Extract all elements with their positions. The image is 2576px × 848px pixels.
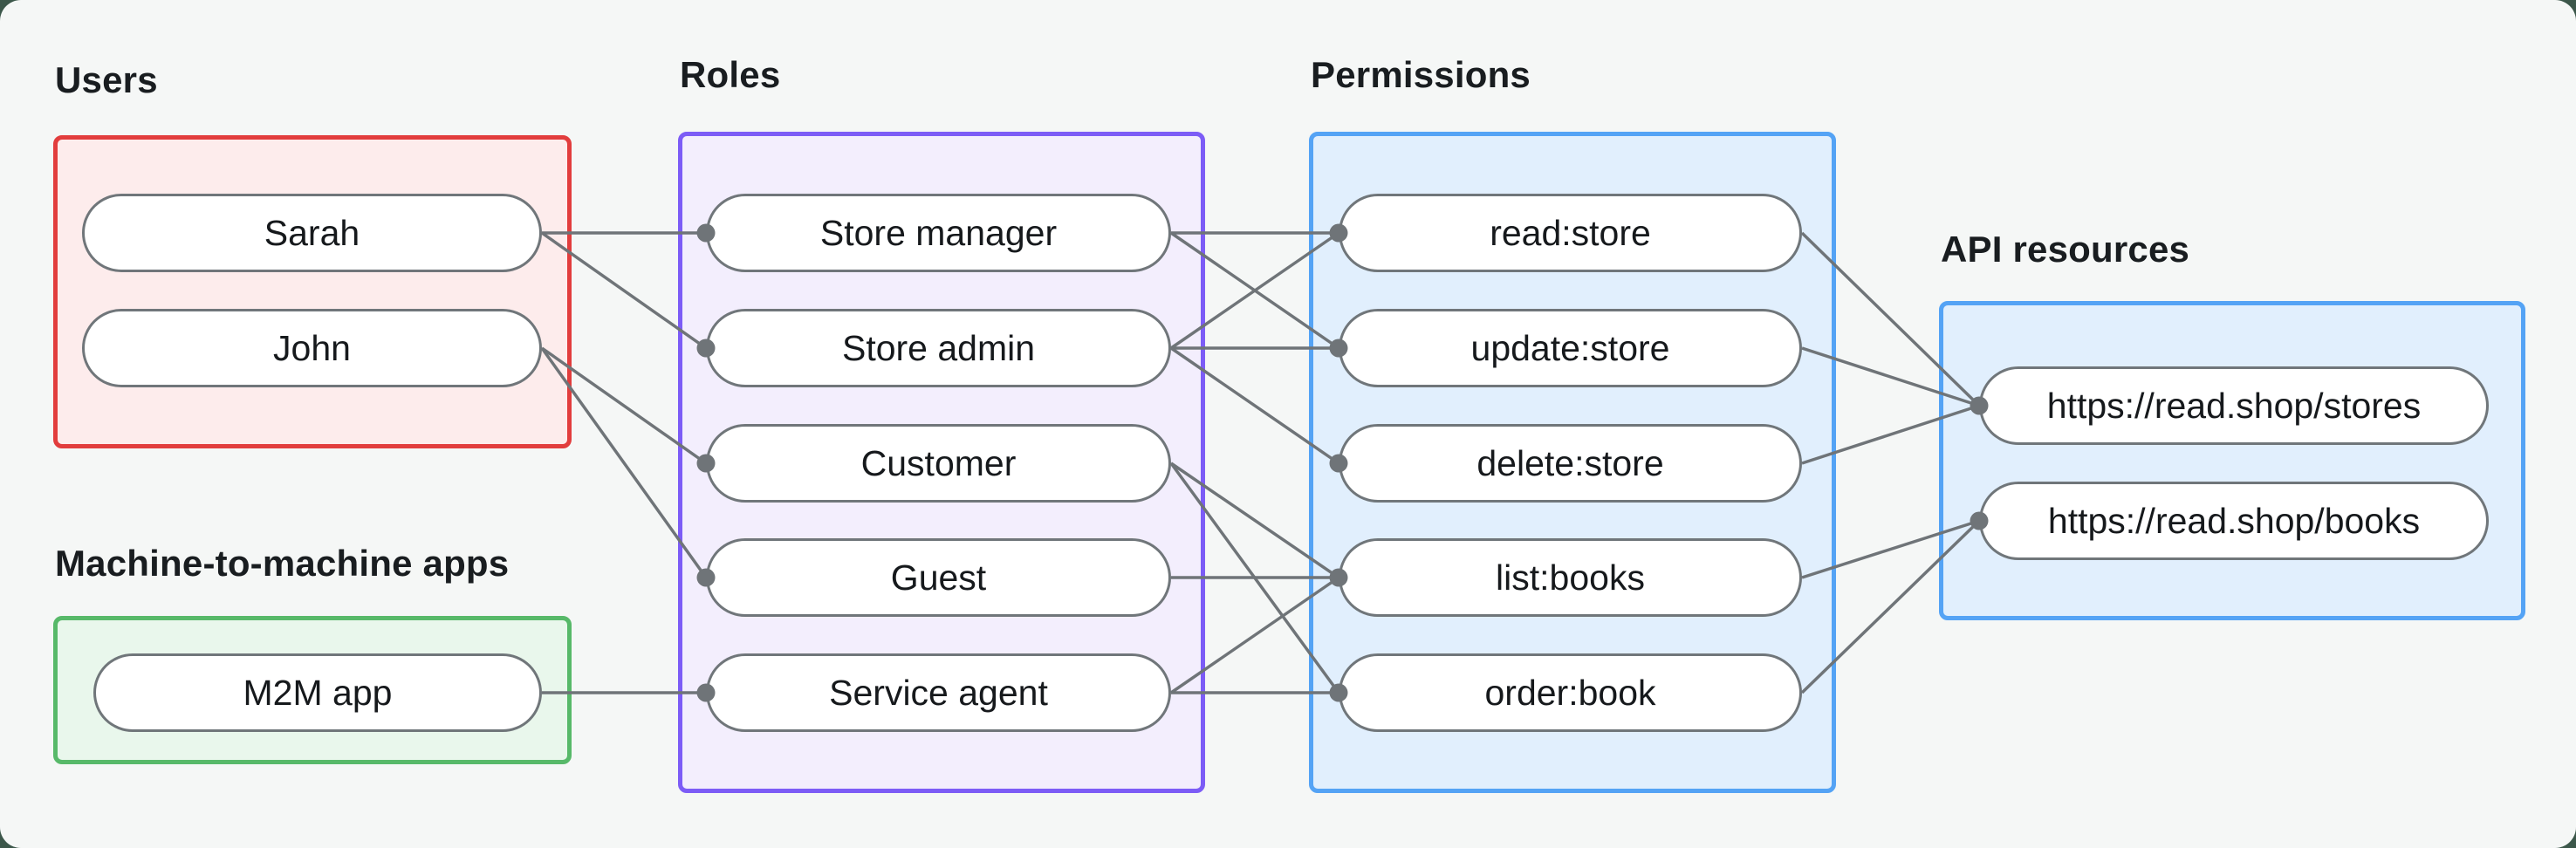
node-pill-books: https://read.shop/books <box>1979 482 2489 560</box>
node-pill-customer: Customer <box>706 424 1171 503</box>
node-pill-delete_store: delete:store <box>1339 424 1802 503</box>
m2m-apps-group-title: Machine-to-machine apps <box>55 543 510 584</box>
node-pill-store_manager: Store manager <box>706 194 1171 272</box>
roles-group-title: Roles <box>680 54 781 95</box>
permissions-group-title: Permissions <box>1311 54 1531 95</box>
users-group-box <box>53 135 572 448</box>
node-pill-read_store: read:store <box>1339 194 1802 272</box>
node-pill-sarah: Sarah <box>82 194 542 272</box>
node-pill-m2m_app: M2M app <box>93 653 542 732</box>
api-resources-group-box <box>1939 301 2525 620</box>
users-group-title: Users <box>55 59 158 100</box>
node-pill-service_agent: Service agent <box>706 653 1171 732</box>
node-pill-list_books: list:books <box>1339 538 1802 617</box>
node-pill-stores: https://read.shop/stores <box>1979 366 2489 445</box>
node-pill-john: John <box>82 309 542 387</box>
api-resources-group-title: API resources <box>1941 229 2190 270</box>
node-pill-guest: Guest <box>706 538 1171 617</box>
node-pill-update_store: update:store <box>1339 309 1802 387</box>
node-pill-store_admin: Store admin <box>706 309 1171 387</box>
node-pill-order_book: order:book <box>1339 653 1802 732</box>
